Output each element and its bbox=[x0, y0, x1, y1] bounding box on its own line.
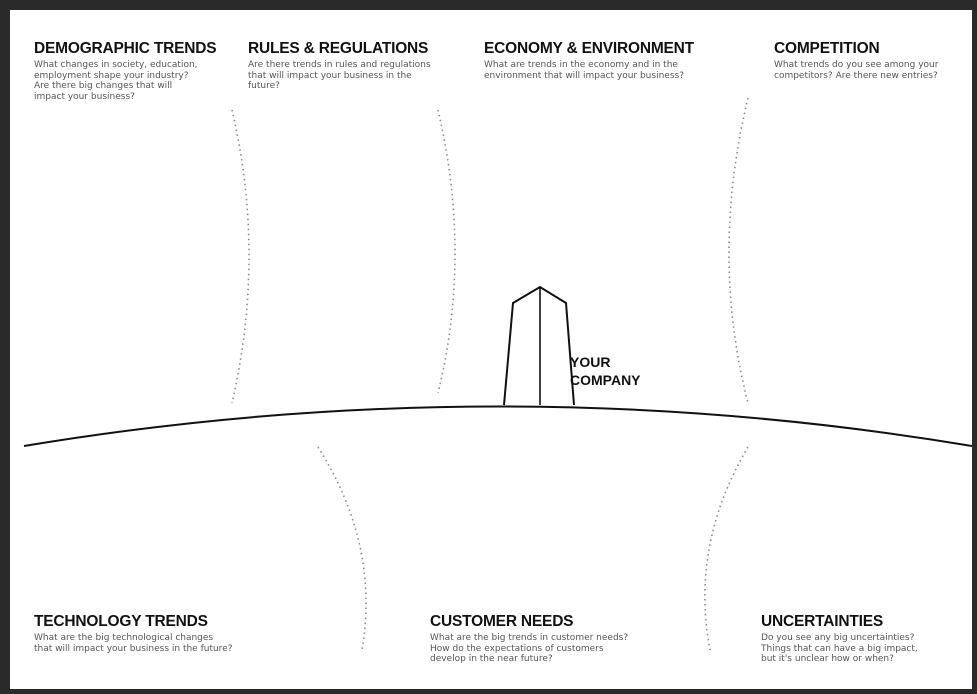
section-title: COMPETITION bbox=[774, 40, 880, 57]
section-title: DEMOGRAPHIC TRENDS bbox=[34, 40, 217, 57]
section-demographic-trends: DEMOGRAPHIC TRENDS What changes in socie… bbox=[34, 40, 244, 102]
company-building-icon bbox=[503, 285, 575, 406]
section-title: ECONOMY & ENVIRONMENT bbox=[484, 40, 694, 57]
divider-upper-2 bbox=[437, 109, 456, 394]
section-description: What trends do you see among your compet… bbox=[774, 60, 939, 81]
canvas-sheet: DEMOGRAPHIC TRENDS What changes in socie… bbox=[10, 10, 972, 689]
company-label: YOUR COMPANY bbox=[570, 354, 641, 388]
section-customer-needs: CUSTOMER NEEDS What are the big trends i… bbox=[430, 613, 670, 665]
horizon-curve bbox=[23, 405, 972, 447]
section-description: Do you see any big uncertainties? Things… bbox=[761, 633, 918, 664]
section-description: What are the big technological changes t… bbox=[34, 633, 233, 654]
section-description: What are trends in the economy and in th… bbox=[484, 60, 684, 81]
section-description: What are the big trends in customer need… bbox=[430, 633, 629, 664]
section-rules-regulations: RULES & REGULATIONS Are there trends in … bbox=[248, 40, 463, 92]
divider-lower-2 bbox=[704, 446, 749, 651]
divider-upper-1 bbox=[231, 109, 250, 404]
diagram-drawing bbox=[23, 97, 972, 651]
section-competition: COMPETITION What trends do you see among… bbox=[774, 40, 969, 81]
section-title: TECHNOLOGY TRENDS bbox=[34, 613, 208, 630]
section-description: What changes in society, education, empl… bbox=[34, 60, 198, 102]
section-title: UNCERTAINTIES bbox=[761, 613, 883, 630]
section-economy-environment: ECONOMY & ENVIRONMENT What are trends in… bbox=[484, 40, 724, 81]
divider-lower-1 bbox=[317, 446, 367, 651]
section-technology-trends: TECHNOLOGY TRENDS What are the big techn… bbox=[34, 613, 284, 654]
section-uncertainties: UNCERTAINTIES Do you see any big uncerta… bbox=[761, 613, 966, 665]
divider-upper-3 bbox=[728, 97, 749, 404]
section-description: Are there trends in rules and regulation… bbox=[248, 60, 431, 91]
section-title: CUSTOMER NEEDS bbox=[430, 613, 574, 630]
section-title: RULES & REGULATIONS bbox=[248, 40, 429, 57]
